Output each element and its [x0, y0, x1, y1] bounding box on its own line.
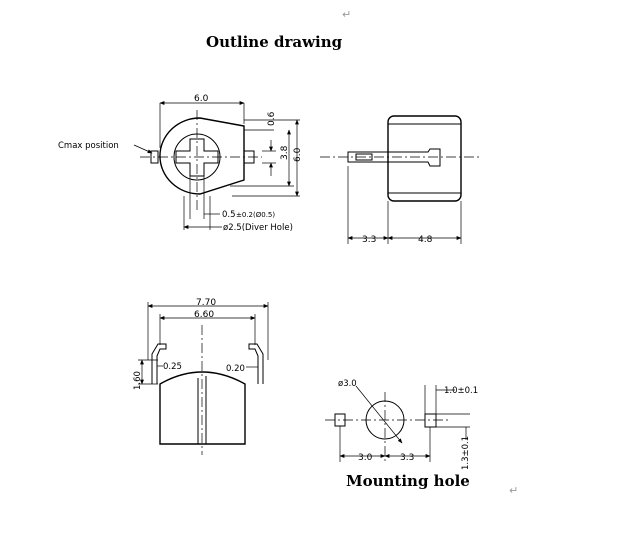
- side-view-body: [387, 115, 462, 202]
- dim-mount-3-3: 3.3: [400, 453, 414, 463]
- dim-0-20: 0.20: [226, 364, 245, 374]
- outline-drawing-title: Outline drawing: [206, 33, 343, 51]
- dim-height-6-0: 6.0: [293, 147, 303, 162]
- front-left-terminal: [151, 343, 167, 384]
- return-mark-top: ↵: [342, 8, 351, 21]
- dim-slot-0-5: 0.5: [222, 210, 236, 220]
- cmax-position-label: Cmax position: [58, 141, 119, 151]
- dim-hole-dia: ø3.0: [338, 379, 357, 389]
- mounting-hole-title: Mounting hole: [346, 472, 470, 490]
- right-terminal: [243, 150, 255, 164]
- dim-0-6: 0.6: [267, 111, 277, 126]
- dim-3-3: 3.3: [362, 235, 376, 245]
- mounting-hole-view: ø3.0 1.0±0.1 1.3±0.1 3.0 3.3: [325, 379, 478, 470]
- dim-width-6-0: 6.0: [194, 94, 209, 104]
- top-view: 6.0 Cmax position 0.6 3.8 6.0 0.5 ±0.2(Ø…: [58, 94, 303, 233]
- dim-pad-height: 1.3±0.1: [461, 436, 471, 470]
- dim-7-70: 7.70: [196, 298, 216, 308]
- return-mark-bottom: ↵: [509, 484, 518, 497]
- front-right-terminal: [248, 343, 264, 384]
- dim-6-60: 6.60: [194, 310, 214, 320]
- dim-0-25: 0.25: [163, 362, 182, 372]
- front-view-body: [159, 371, 246, 445]
- left-terminal: [150, 150, 159, 164]
- dim-mount-3-0: 3.0: [358, 453, 373, 463]
- side-view: 3.3 4.8: [320, 115, 480, 245]
- dim-3-8: 3.8: [280, 145, 290, 160]
- side-view-terminal: [347, 148, 441, 167]
- mount-right-pad: [424, 413, 437, 428]
- dim-slot-tolerance: ±0.2(Ø0.5): [236, 211, 275, 219]
- dim-4-8: 4.8: [418, 235, 433, 245]
- front-view: 7.70 6.60 1.60 0.25 0.20: [133, 298, 269, 455]
- dim-driver-hole: ø2.5(Diver Hole): [223, 223, 293, 233]
- dim-pad-width: 1.0±0.1: [444, 386, 478, 396]
- dim-1-60: 1.60: [133, 371, 143, 390]
- top-view-body: [159, 117, 245, 195]
